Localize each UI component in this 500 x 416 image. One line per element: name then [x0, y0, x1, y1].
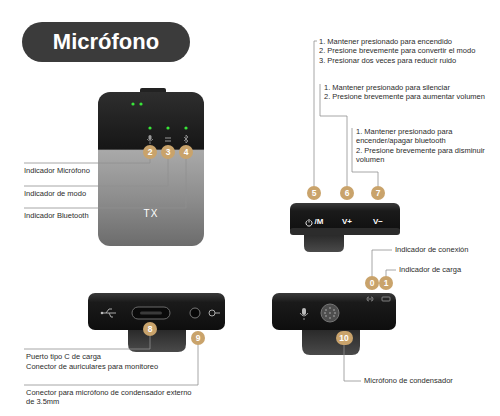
instruction-text: 2. Presione brevemente para aumentar vol… [324, 92, 492, 101]
instruction-text: 1. Mantener presionado para encender/apa… [356, 127, 492, 146]
part-label: Indicador de conexión [395, 245, 468, 254]
callout-number: 9 [191, 331, 205, 345]
instruction-text: 1. Mantener presionado para encendido [319, 37, 497, 46]
device-marking: V+ [342, 217, 352, 227]
front-view [98, 88, 204, 246]
callout-number: 10 [336, 331, 353, 345]
callout-number: 5 [307, 186, 321, 200]
device-marking: TX [144, 208, 159, 221]
instruction-group: 1. Mantener presionado para encender/apa… [356, 127, 492, 165]
part-label: Indicador de modo [24, 189, 86, 198]
instruction-text: 1. Mantener presionado para silenciar [324, 83, 492, 92]
callout-number: 3 [161, 145, 175, 159]
callout-number: 0 [365, 276, 379, 290]
instruction-text: 2. Presione brevemente para disminuir vo… [356, 146, 492, 165]
part-label: Conector para micrófono de condensador e… [26, 388, 196, 407]
port-view [88, 293, 225, 352]
part-label: Indicador Micrófono [24, 166, 90, 175]
part-label: Conector de auriculares para monitoreo [26, 362, 166, 371]
device-marking: /M [315, 217, 324, 227]
part-label: Micrófono de condensador [364, 376, 453, 385]
instruction-group: 1. Mantener presionado para silenciar2. … [324, 83, 492, 102]
instruction-group: 1. Mantener presionado para encendido2. … [319, 37, 497, 65]
callout-number: 1 [379, 276, 393, 290]
part-label: Puerto tipo C de carga [26, 352, 101, 361]
instruction-text: 3. Presionar dos veces para reducir ruid… [319, 56, 497, 65]
callout-number: 7 [371, 186, 385, 200]
callout-number: 8 [143, 322, 157, 336]
callout-number: 6 [340, 186, 354, 200]
title-pill: Micrófono [22, 22, 190, 62]
callout-number: 2 [143, 145, 157, 159]
instruction-text: 2. Presione brevemente para convertir el… [319, 46, 497, 55]
mic-view [272, 293, 396, 355]
device-marking: V− [373, 217, 383, 227]
part-label: Indicador de carga [399, 265, 461, 274]
top-view [290, 203, 400, 252]
callout-number: 4 [179, 145, 193, 159]
part-label: Indicador Bluetooth [24, 211, 89, 220]
